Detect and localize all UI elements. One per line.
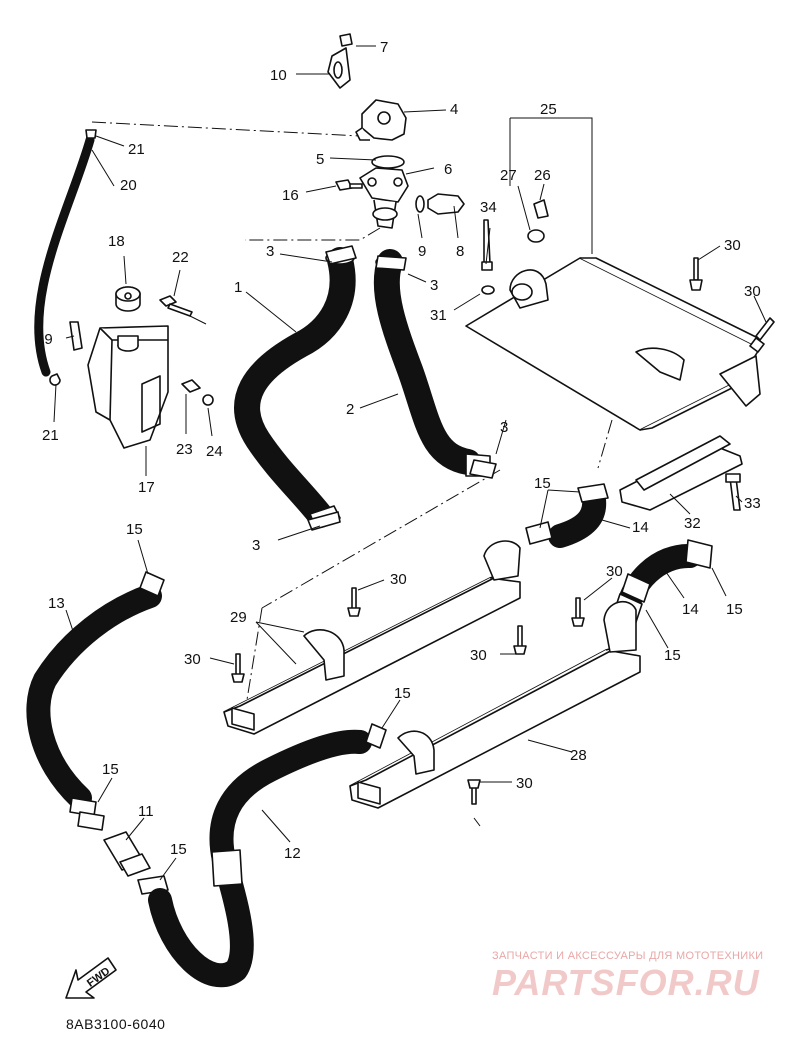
callout-3-c: 3	[500, 419, 508, 436]
callout-30-f: 30	[184, 651, 201, 668]
reservoir-cap	[115, 286, 141, 312]
callout-15-d: 15	[664, 647, 681, 664]
callout-9: 9	[418, 243, 426, 260]
callout-8: 8	[456, 243, 464, 260]
hose-clamps	[307, 245, 497, 531]
callout-28: 28	[570, 747, 587, 764]
callout-17: 17	[138, 479, 155, 496]
heat-exchanger-upper	[465, 199, 761, 431]
callout-3-a: 3	[266, 243, 274, 260]
callout-33: 33	[744, 495, 761, 512]
callout-4: 4	[450, 101, 458, 118]
callout-2: 2	[346, 401, 354, 418]
radiator-hose-1	[234, 247, 356, 529]
long-hose-13	[26, 571, 165, 831]
callout-12: 12	[284, 845, 301, 862]
hose-joint	[103, 831, 169, 895]
callout-labels: 7 10 4 25 21 5 6 27 26 20 16 34 18 3 9 8…	[36, 39, 761, 862]
callout-19: 19	[36, 331, 53, 348]
reservoir-bolt	[159, 295, 193, 317]
coolant-reservoir-tank	[87, 325, 169, 449]
figure-code: 8AB3100-6040	[66, 1016, 166, 1032]
long-hose-12	[148, 723, 387, 988]
callout-16: 16	[282, 187, 299, 204]
guide-lines	[91, 121, 613, 827]
breather-pipe	[69, 321, 83, 351]
callout-15-e: 15	[394, 685, 411, 702]
bracket-and-bolt	[327, 33, 353, 89]
callout-1: 1	[234, 279, 242, 296]
callout-15-c: 15	[726, 601, 743, 618]
callout-15-a: 15	[534, 475, 551, 492]
callout-30-a: 30	[724, 237, 741, 254]
callout-34: 34	[480, 199, 497, 216]
callout-15-f: 15	[102, 761, 119, 778]
overflow-hose	[34, 129, 97, 386]
thermostat-cover	[355, 99, 407, 141]
callout-13: 13	[48, 595, 65, 612]
callout-11: 11	[138, 803, 154, 820]
callout-32: 32	[684, 515, 701, 532]
callout-26: 26	[534, 167, 551, 184]
callout-18: 18	[108, 233, 125, 250]
callout-7: 7	[380, 39, 388, 56]
callout-30-d: 30	[390, 571, 407, 588]
callout-30-c: 30	[606, 563, 623, 580]
callout-6: 6	[444, 161, 452, 178]
callout-20: 20	[120, 177, 137, 194]
callout-15-g: 15	[170, 841, 187, 858]
callout-21-top: 21	[128, 141, 145, 158]
callout-29: 29	[230, 609, 247, 626]
callout-22: 22	[172, 249, 189, 266]
callout-14-a: 14	[632, 519, 649, 536]
callout-30-e: 30	[470, 647, 487, 664]
callout-30-b: 30	[744, 283, 761, 300]
callout-31: 31	[430, 307, 447, 324]
bolt-and-washer	[481, 219, 495, 295]
rivets-upper	[689, 257, 775, 353]
forward-direction-arrow: FWD	[65, 957, 117, 999]
temperature-sensor	[415, 193, 465, 215]
heat-exchanger-left	[223, 540, 521, 735]
leader-lines	[53, 45, 767, 881]
housing-bolt	[335, 179, 363, 191]
mounting-bracket	[619, 435, 743, 511]
callout-27: 27	[500, 167, 517, 184]
heat-exchanger-right	[349, 600, 641, 809]
callout-21-bottom: 21	[42, 427, 59, 444]
rivets-lower	[231, 587, 585, 805]
watermark-tagline: ЗАПЧАСТИ И АКСЕССУАРЫ ДЛЯ МОТОТЕХНИКИ	[492, 950, 764, 962]
callout-24: 24	[206, 443, 223, 460]
callout-14-b: 14	[682, 601, 699, 618]
callout-3-d: 3	[252, 537, 260, 554]
short-hose-14a	[525, 483, 609, 548]
callout-3-b: 3	[430, 277, 438, 294]
callout-10: 10	[270, 67, 287, 84]
grommet-and-collar	[181, 379, 214, 406]
callout-25: 25	[540, 101, 557, 118]
callout-5: 5	[316, 151, 324, 168]
callout-15-b: 15	[126, 521, 143, 538]
callout-23: 23	[176, 441, 193, 458]
callout-30-g: 30	[516, 775, 533, 792]
thermostat-housing	[359, 155, 409, 229]
watermark-logo: PARTSFOR.RU	[492, 962, 760, 1003]
